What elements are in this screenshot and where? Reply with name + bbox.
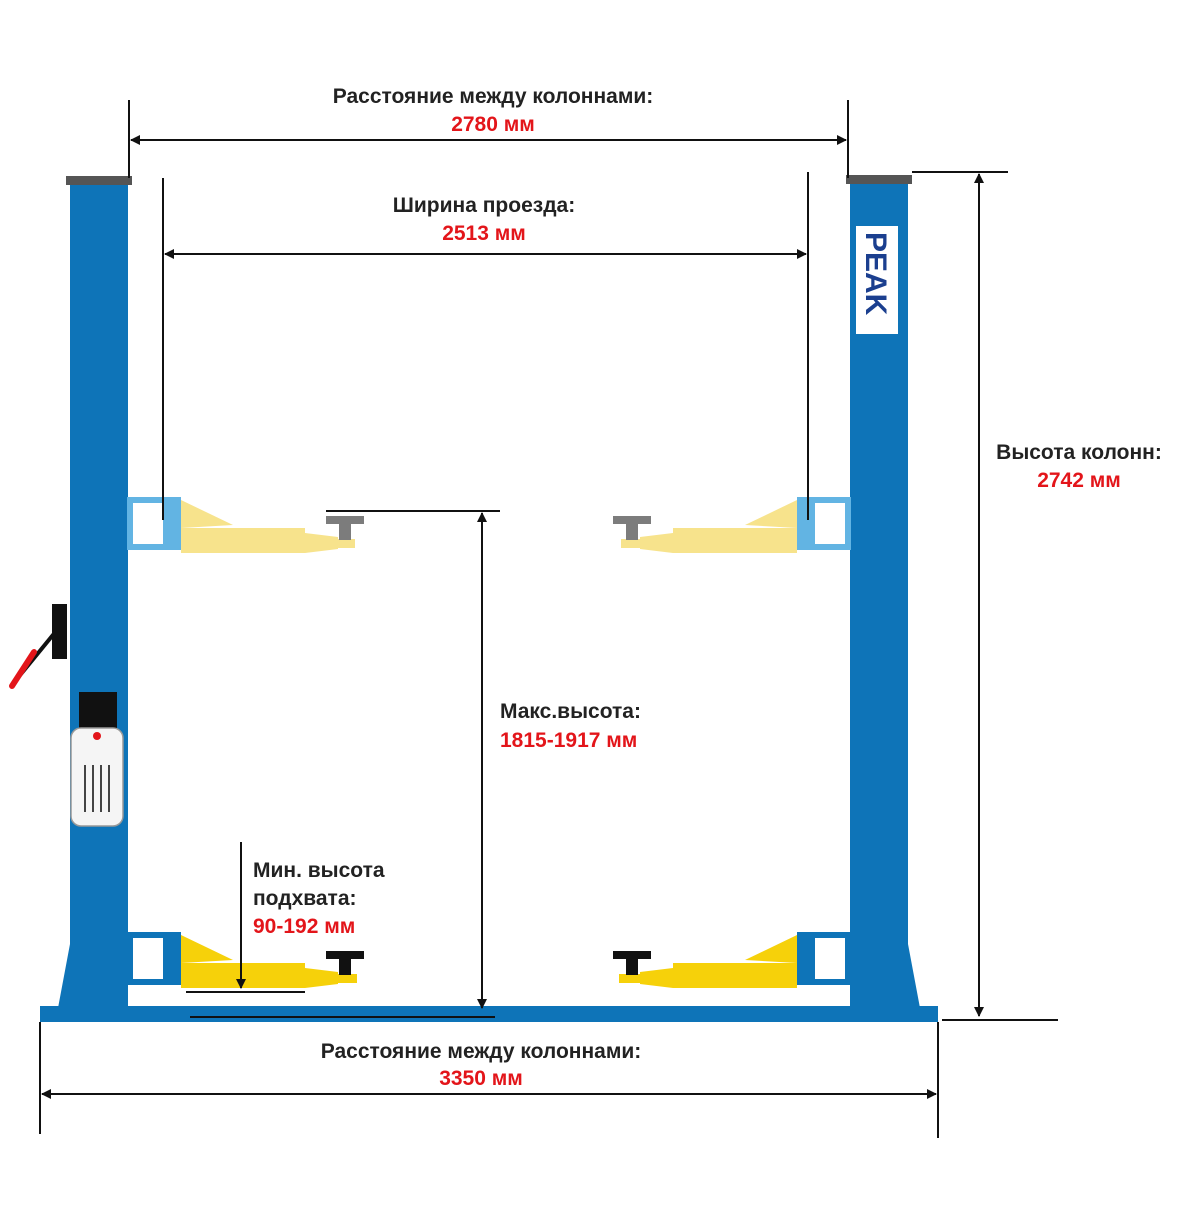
right-column-cap <box>846 175 912 184</box>
base-distance-value: 3350 мм <box>439 1067 523 1090</box>
peak-logo: PEAK <box>856 226 898 334</box>
left-column <box>58 176 132 1010</box>
lower-right-carriage <box>797 932 851 985</box>
left-column-cap <box>66 176 132 185</box>
column-height-value: 2742 мм <box>1037 469 1121 492</box>
base-plate <box>40 1006 938 1022</box>
upper-left-carriage <box>127 497 181 550</box>
lower-left-lift-pad <box>326 951 364 975</box>
base-distance-label: Расстояние между колоннами: <box>320 1040 642 1063</box>
release-lever <box>9 604 67 689</box>
min-height-label-line2: подхвата: <box>253 887 357 910</box>
top-distance-label: Расстояние между колоннами: <box>332 85 654 108</box>
lower-right-arm <box>619 935 797 988</box>
drive-width-value: 2513 мм <box>442 222 526 245</box>
column-height-label: Высота колонн: <box>996 441 1162 464</box>
lower-left-carriage <box>127 932 181 985</box>
min-height-value: 90-192 мм <box>253 915 356 938</box>
lower-right-lift-pad <box>613 951 651 975</box>
min-height-label-line1: Мин. высота <box>253 859 385 882</box>
upper-right-lift-pad <box>613 516 651 540</box>
lower-left-arm <box>181 935 357 988</box>
max-height-label: Макс.высота: <box>500 700 641 723</box>
upper-left-lift-pad <box>326 516 364 540</box>
upper-right-arm <box>621 500 797 553</box>
max-height-value: 1815-1917 мм <box>500 729 638 752</box>
upper-left-arm <box>181 500 355 553</box>
power-unit <box>70 692 124 827</box>
upper-right-carriage <box>797 497 851 550</box>
logo-text: PEAK <box>859 232 892 316</box>
top-distance-value: 2780 мм <box>451 113 535 136</box>
drive-width-label: Ширина проезда: <box>392 194 576 217</box>
